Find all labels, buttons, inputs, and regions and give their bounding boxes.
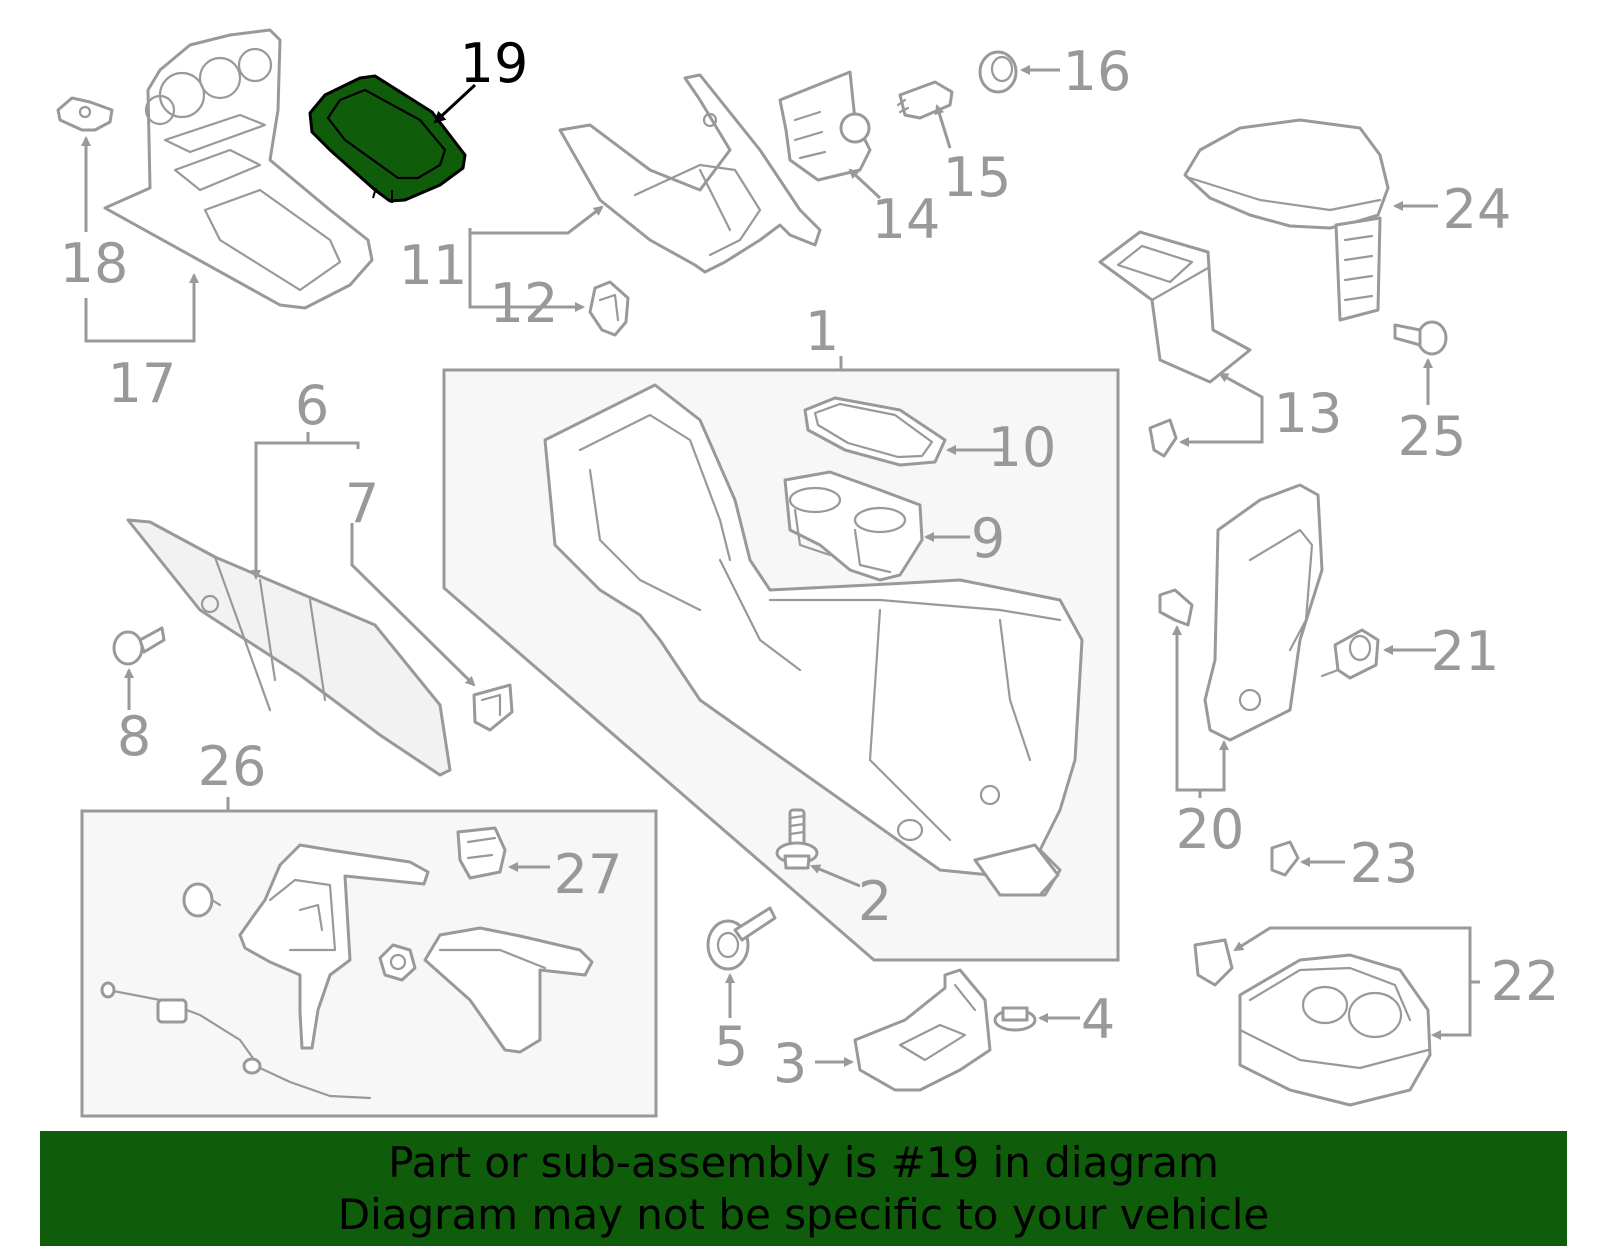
part-17-shifter-bezel[interactable] bbox=[103, 28, 374, 310]
callout-23: 23 bbox=[1350, 832, 1419, 895]
callout-3: 3 bbox=[773, 1032, 807, 1095]
part-9-cupholder[interactable] bbox=[783, 470, 924, 582]
part-20-side-trim[interactable] bbox=[1203, 483, 1324, 742]
part-24-armrest[interactable] bbox=[1183, 118, 1390, 322]
part-7-clip[interactable] bbox=[472, 683, 514, 732]
part-14-switch-panel[interactable] bbox=[778, 70, 872, 182]
callout-6: 6 bbox=[295, 374, 329, 437]
callout-20: 20 bbox=[1176, 798, 1245, 861]
part-1-console-body[interactable] bbox=[543, 383, 1084, 897]
callout-24: 24 bbox=[1443, 178, 1512, 241]
part-27-switch[interactable] bbox=[456, 826, 507, 880]
callout-5: 5 bbox=[714, 1015, 748, 1078]
callout-21: 21 bbox=[1431, 620, 1500, 683]
callout-27: 27 bbox=[554, 843, 623, 906]
callout-22: 22 bbox=[1491, 950, 1560, 1013]
callout-19: 19 bbox=[460, 32, 529, 95]
callout-4: 4 bbox=[1081, 988, 1115, 1051]
part-22-rear-cupholder[interactable] bbox=[1238, 953, 1432, 1107]
callout-17: 17 bbox=[108, 352, 177, 415]
callout-10: 10 bbox=[988, 416, 1057, 479]
banner-line-2: Diagram may not be specific to your vehi… bbox=[337, 1189, 1270, 1239]
callout-18: 18 bbox=[60, 232, 129, 295]
part-3-shifter-base[interactable] bbox=[853, 968, 992, 1092]
part-15-connector[interactable] bbox=[896, 80, 954, 120]
part-5-bolt[interactable] bbox=[706, 906, 777, 971]
banner-line-1: Part or sub-assembly is #19 in diagram bbox=[388, 1137, 1219, 1187]
callout-7: 7 bbox=[345, 472, 379, 535]
part-2-bolt[interactable] bbox=[775, 808, 819, 870]
callout-12: 12 bbox=[490, 272, 559, 335]
part-26-brake-lever[interactable] bbox=[238, 843, 430, 1050]
callout-11: 11 bbox=[399, 234, 468, 297]
part-11-console-trim[interactable] bbox=[558, 73, 822, 274]
part-10-trim-ring[interactable] bbox=[803, 396, 947, 467]
callout-13: 13 bbox=[1274, 382, 1343, 445]
part-16-plug[interactable] bbox=[978, 50, 1018, 94]
part-26-lever-boot[interactable] bbox=[423, 926, 594, 1054]
part-6-side-panel[interactable] bbox=[126, 518, 452, 777]
part-21-power-socket[interactable] bbox=[1320, 628, 1380, 680]
callout-15: 15 bbox=[943, 146, 1012, 209]
callout-2: 2 bbox=[858, 870, 892, 933]
callout-16: 16 bbox=[1063, 40, 1132, 103]
callout-8: 8 bbox=[117, 705, 151, 768]
part-12-clip[interactable] bbox=[588, 280, 630, 337]
callout-14: 14 bbox=[872, 188, 941, 251]
info-banner: Part or sub-assembly is #19 in diagram D… bbox=[40, 1131, 1567, 1246]
part-26-nut[interactable] bbox=[378, 943, 417, 982]
part-13-storage-bin[interactable] bbox=[1098, 230, 1252, 384]
part-26-grommet[interactable] bbox=[182, 882, 222, 918]
part-22-clip[interactable] bbox=[1193, 938, 1234, 987]
callout-26: 26 bbox=[198, 735, 267, 798]
part-8-push-pin[interactable] bbox=[112, 626, 166, 666]
part-23-clip[interactable] bbox=[1270, 840, 1300, 877]
part-18-clip[interactable] bbox=[56, 96, 114, 132]
part-25-push-pin[interactable] bbox=[1393, 320, 1448, 356]
part-26-cable[interactable] bbox=[100, 981, 372, 1100]
callout-25: 25 bbox=[1398, 405, 1467, 468]
callout-1: 1 bbox=[805, 300, 839, 363]
callout-9: 9 bbox=[971, 507, 1005, 570]
part-13-clip[interactable] bbox=[1148, 418, 1178, 458]
part-20-clip[interactable] bbox=[1158, 588, 1194, 627]
part-19-highlighted-bezel[interactable] bbox=[308, 74, 467, 203]
part-4-nut[interactable] bbox=[993, 1006, 1037, 1032]
